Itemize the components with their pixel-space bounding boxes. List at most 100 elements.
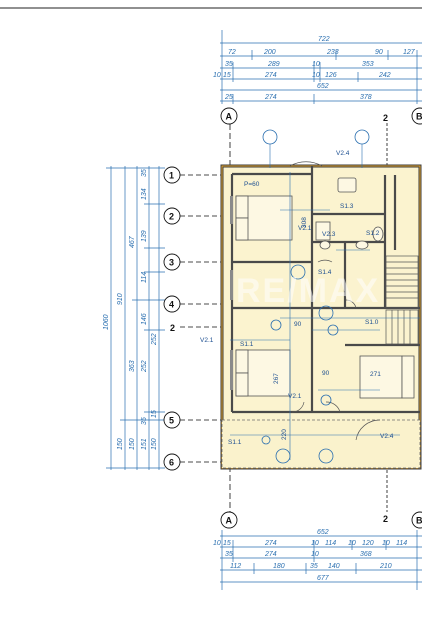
grid-row-marker-3: 3 — [163, 253, 181, 271]
room-label: P=60 — [244, 181, 260, 188]
dim-text: 722 — [318, 36, 330, 43]
dim-text: 15 — [223, 540, 231, 547]
svg-text:2: 2 — [169, 212, 174, 222]
dim-text: 210 — [379, 563, 392, 570]
dim-text: 114 — [325, 540, 336, 547]
room-label: S1.4 — [318, 269, 332, 276]
dim-text: 378 — [360, 94, 372, 101]
dim-text: 35 — [141, 169, 148, 177]
dim-text: 200 — [263, 49, 276, 56]
svg-text:2: 2 — [383, 514, 388, 524]
grid-col-marker-bottom-a: A — [220, 511, 238, 529]
dim-text: 120 — [362, 540, 374, 547]
dim-text: 35 — [225, 61, 233, 68]
dim-text: 274 — [264, 551, 277, 558]
svg-text:B: B — [416, 516, 422, 526]
svg-text:4: 4 — [169, 300, 174, 310]
dim-text: 150 — [117, 438, 124, 450]
dim-text: 35 — [310, 563, 318, 570]
grid-row-marker-1: 1 — [163, 166, 181, 184]
dim-text: 35 — [141, 417, 148, 425]
bottom-dimension-chains — [220, 530, 422, 590]
dim-text: 10 — [382, 540, 390, 547]
dim-text: 289 — [267, 61, 280, 68]
section-mark-left: 2 — [170, 323, 222, 333]
dim-text: 652 — [317, 83, 329, 90]
grid-row-marker-4: 4 — [163, 295, 181, 313]
room-label: S1.1 — [240, 341, 254, 348]
grid-col-marker-top-b: B — [411, 107, 422, 125]
dim-text: 151 — [141, 438, 148, 450]
section-mark-top: 2 — [383, 113, 388, 168]
room-label: 271 — [370, 371, 381, 378]
watermark-text: RE/MAX — [236, 272, 380, 310]
dim-text: 252 — [151, 333, 158, 346]
svg-text:5: 5 — [169, 416, 174, 426]
dim-text: 233 — [326, 49, 339, 56]
room-labels: P=60 308 S1.3 S1.2 S1.4 V2.1 V2.4 V2.3 S… — [200, 150, 394, 446]
room-label: S1.1 — [228, 439, 242, 446]
dim-text: 274 — [264, 94, 277, 101]
section-mark-bottom: 2 — [383, 470, 388, 524]
dim-text: 652 — [317, 529, 329, 536]
dim-text: 363 — [129, 360, 136, 372]
dim-text: 150 — [129, 438, 136, 450]
dim-text: 90 — [375, 49, 383, 56]
room-label: V2.1 — [200, 337, 214, 344]
furniture — [235, 177, 415, 399]
room-label: V2.1 — [298, 225, 312, 232]
dim-text: 134 — [141, 188, 148, 200]
annotation-lines — [230, 144, 420, 460]
top-dimension-chains — [220, 30, 422, 104]
room-label: S1.0 — [365, 319, 379, 326]
room-label: V2.1 — [288, 393, 302, 400]
dim-text: 146 — [141, 313, 148, 325]
dim-text: 25 — [224, 94, 233, 101]
dim-text: 139 — [141, 230, 148, 242]
dim-text: 72 — [228, 49, 236, 56]
room-label: 267 — [273, 373, 280, 384]
dim-text: 126 — [325, 72, 337, 79]
dim-text: 35 — [225, 551, 233, 558]
dim-text: 274 — [264, 72, 277, 79]
dim-text: 114 — [141, 272, 148, 283]
grid-row-marker-6: 6 — [163, 453, 181, 471]
room-label: 308 — [301, 217, 308, 228]
dim-text: 15 — [151, 410, 158, 418]
dim-text: 10 — [311, 540, 319, 547]
dim-text: 242 — [378, 72, 391, 79]
top-dimension-texts: 722 72 200 233 90 127 35 289 10 353 10 1… — [213, 36, 416, 101]
svg-text:A: A — [226, 112, 233, 122]
grid-row-marker-2: 2 — [163, 207, 181, 225]
dim-text: 353 — [362, 61, 374, 68]
dim-text: 252 — [141, 360, 148, 373]
svg-text:B: B — [416, 112, 422, 122]
dim-text: 910 — [117, 293, 124, 305]
dim-text: 1060 — [103, 314, 110, 330]
dim-text: 10 — [348, 540, 356, 547]
dim-text: 10 — [213, 72, 221, 79]
left-dimension-texts: 1060 910 467 363 150 150 35 252 134 139 … — [103, 169, 158, 450]
dim-text: 677 — [317, 575, 330, 582]
left-dimension-chains — [106, 166, 165, 470]
grid-col-marker-top-a: A — [220, 107, 238, 125]
dim-text: 150 — [151, 438, 158, 450]
grid-row-marker-5: 5 — [163, 411, 181, 429]
dim-text: 274 — [264, 540, 277, 547]
svg-text:1: 1 — [169, 171, 174, 181]
dim-text: 180 — [273, 563, 285, 570]
dim-text: 10 — [312, 72, 320, 79]
svg-text:2: 2 — [383, 113, 388, 123]
staircase — [385, 255, 419, 345]
room-label: V2.3 — [322, 231, 336, 238]
room-label: 90 — [322, 370, 330, 377]
svg-text:6: 6 — [169, 458, 174, 468]
grid-col-marker-bottom-b: B — [411, 511, 422, 529]
door-swings — [289, 161, 381, 441]
dim-text: 467 — [129, 235, 136, 248]
room-label: S1.3 — [340, 203, 354, 210]
room-label: S1.2 — [366, 230, 380, 237]
bottom-dimension-texts: 652 10 15 274 10 114 10 120 10 114 35 27… — [213, 529, 407, 582]
dim-text: 140 — [328, 563, 340, 570]
